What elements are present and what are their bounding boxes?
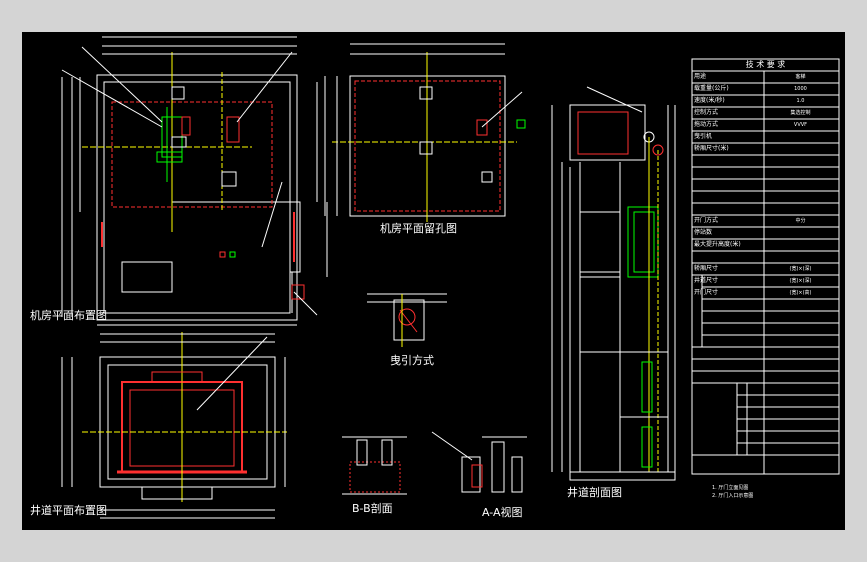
shaft-plan-drawing [61, 332, 287, 519]
spec-row: 最大提升高度(米) [694, 241, 741, 248]
section-b-drawing [342, 436, 407, 495]
drawing-canvas: 机房平面布置图 机房平面留孔图 曳引方式 井道平面布置图 B-B剖面 A-A视图… [22, 32, 845, 530]
spec-row: 曳引机 [694, 133, 713, 140]
traction-method-title: 曳引方式 [390, 354, 434, 367]
spec-row: 用途客梯 [694, 73, 806, 80]
spec-row: 轿厢尺寸(米) [694, 145, 729, 152]
note-line: 2. 厅门入口示意图 [712, 493, 754, 499]
cad-drawing [61, 36, 840, 519]
spec-row: 控制方式集选控制 [694, 109, 811, 116]
spec-row: 井道尺寸(宽)×(深) [694, 277, 812, 284]
spec-row: 停站数 [694, 229, 713, 236]
spec-row: 开门方式中分 [694, 217, 806, 224]
traction-method-drawing [367, 293, 447, 347]
spec-row: 轿厢尺寸(宽)×(深) [694, 265, 812, 272]
drawing-notes: 1. 厅门立面见图 2. 厅门入口示意图 [712, 484, 753, 500]
shaft-plan-title: 井道平面布置图 [30, 504, 107, 517]
spec-row: 速度(米/秒)1.0 [694, 97, 805, 104]
spec-table-grid [691, 58, 840, 475]
machine-room-holes-title: 机房平面留孔图 [380, 222, 457, 235]
view-a-drawing [431, 431, 527, 493]
shaft-section-title: 井道剖面图 [567, 486, 622, 499]
machine-room-holes-drawing [324, 43, 526, 222]
spec-table-title: 技 术 要 求 [745, 60, 786, 69]
section-b-title: B-B剖面 [352, 502, 393, 515]
machine-room-plan-title: 机房平面布置图 [30, 309, 107, 322]
machine-room-plan-drawing [61, 36, 328, 326]
spec-row: 载重量(公斤)1000 [694, 85, 807, 92]
note-line: 1. 厅门立面见图 [712, 485, 749, 491]
shaft-section-drawing [551, 86, 676, 481]
spec-row: 开门尺寸(宽)×(高) [694, 289, 812, 296]
view-a-title: A-A视图 [482, 506, 523, 519]
spec-table: 技 术 要 求 用途客梯 载重量(公斤)1000 速度(米/秒)1.0 控制方式… [692, 59, 839, 474]
